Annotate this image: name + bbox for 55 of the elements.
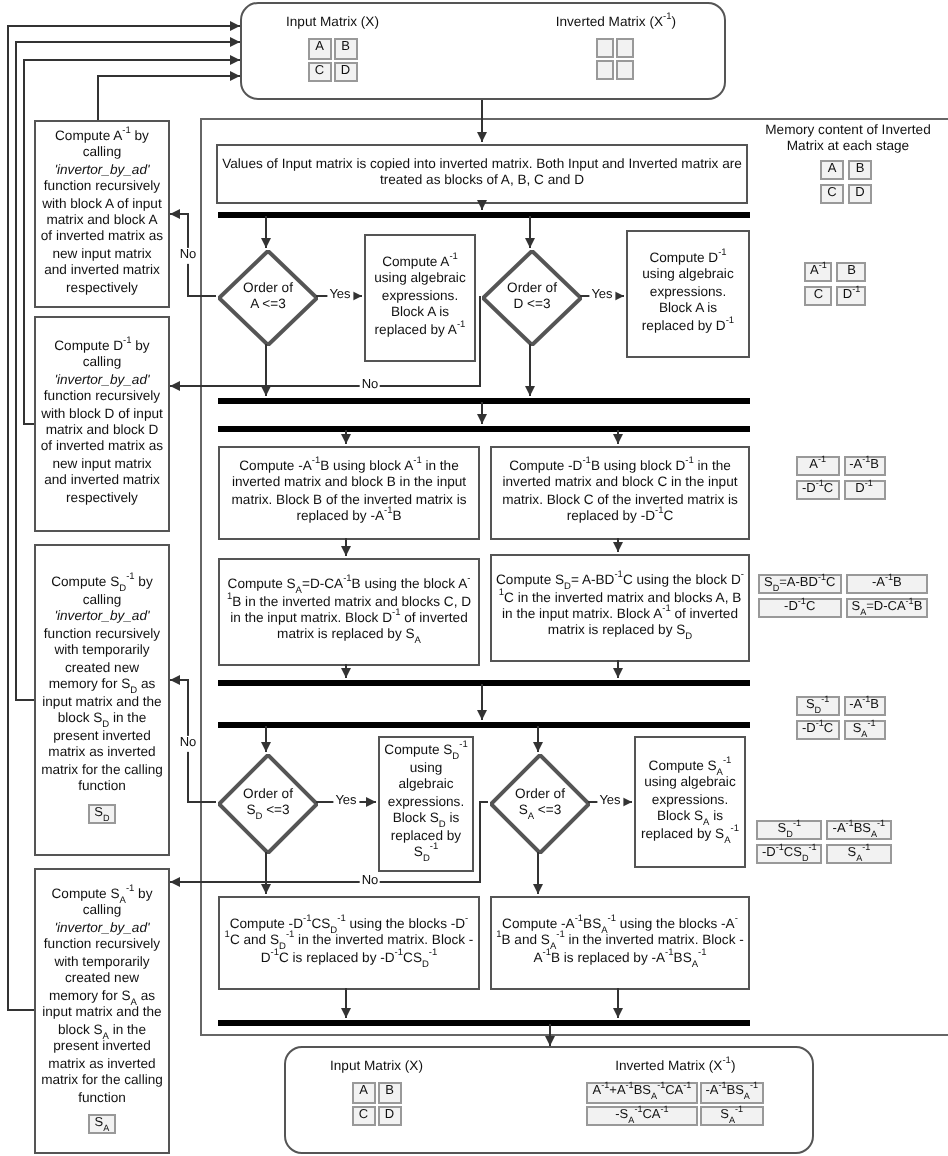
arrow bbox=[261, 725, 271, 753]
arrow bbox=[261, 851, 271, 895]
process-box bbox=[218, 558, 480, 666]
arrow bbox=[533, 725, 543, 753]
arrow bbox=[477, 99, 487, 143]
arrow bbox=[23, 55, 241, 425]
process-box bbox=[490, 446, 750, 540]
arrow bbox=[525, 343, 535, 397]
arrow bbox=[169, 675, 217, 803]
process-box bbox=[34, 316, 170, 532]
rounded-box bbox=[240, 2, 726, 100]
arrow bbox=[613, 987, 623, 1019]
rounded-box bbox=[284, 1046, 814, 1154]
process-box bbox=[216, 144, 748, 204]
decision-diamond bbox=[218, 754, 318, 854]
arrow bbox=[613, 659, 623, 679]
sync-bar bbox=[218, 398, 750, 404]
arrow bbox=[97, 71, 241, 121]
arrow bbox=[261, 215, 271, 249]
process-box bbox=[34, 868, 170, 1154]
sync-bar bbox=[218, 426, 750, 432]
arrow bbox=[613, 537, 623, 553]
decision-diamond bbox=[482, 250, 582, 346]
process-box bbox=[626, 230, 750, 358]
arrow bbox=[545, 1023, 555, 1047]
arrow bbox=[169, 801, 489, 887]
process-box bbox=[490, 896, 750, 990]
arrow bbox=[341, 663, 351, 679]
arrow bbox=[533, 851, 543, 895]
process-box bbox=[34, 544, 170, 856]
arrow bbox=[261, 343, 271, 397]
sync-bar bbox=[218, 680, 750, 686]
arrow bbox=[477, 683, 487, 721]
sync-bar bbox=[218, 722, 750, 728]
decision-diamond bbox=[490, 754, 590, 854]
arrow bbox=[15, 37, 241, 701]
arrow bbox=[341, 429, 351, 445]
sync-bar bbox=[218, 212, 750, 218]
decision-diamond bbox=[218, 250, 318, 346]
arrow bbox=[525, 215, 535, 249]
process-box bbox=[218, 896, 480, 990]
arrow bbox=[341, 537, 351, 557]
process-box bbox=[218, 446, 480, 540]
arrow bbox=[477, 200, 487, 211]
arrow bbox=[169, 295, 481, 391]
arrow bbox=[613, 429, 623, 445]
arrow bbox=[169, 209, 217, 297]
sync-bar bbox=[218, 1020, 750, 1026]
process-box bbox=[364, 234, 476, 362]
arrow bbox=[477, 401, 487, 425]
arrow bbox=[7, 21, 241, 1011]
container-frame bbox=[200, 118, 948, 1036]
arrow bbox=[341, 987, 351, 1019]
process-box bbox=[490, 554, 750, 662]
process-box bbox=[634, 736, 746, 868]
